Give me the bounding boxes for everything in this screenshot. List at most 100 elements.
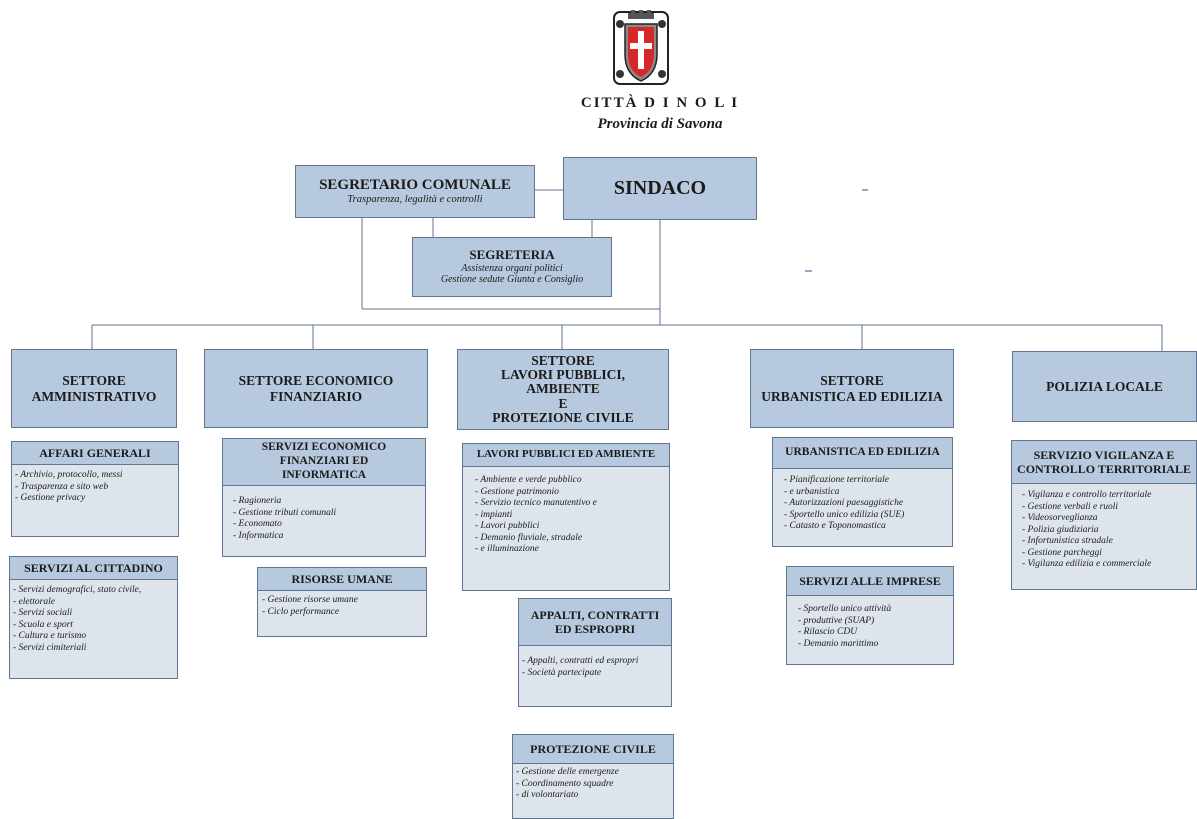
list-item: Infortunistica stradale xyxy=(1022,536,1196,548)
list-item: Demanio fluviale, stradale xyxy=(475,533,669,545)
risorse-umane-panel: RISORSE UMANE Gestione risorse umane Cic… xyxy=(257,567,427,637)
coat-of-arms-icon xyxy=(613,10,669,85)
list-item: Gestione verbali e ruoli xyxy=(1022,502,1196,514)
lavori-title-5: PROTEZIONE CIVILE xyxy=(492,409,634,425)
list-item: Videosorveglianza xyxy=(1022,513,1196,525)
servizi-economico-title-1: SERVIZI ECONOMICO xyxy=(261,441,387,454)
list-item: Demanio marittimo xyxy=(798,639,953,651)
settore-economico-box: SETTORE ECONOMICO FINANZIARIO xyxy=(204,349,428,428)
list-item: Servizi sociali xyxy=(13,608,177,620)
list-item: Informatica xyxy=(233,531,425,543)
economico-title-1: SETTORE ECONOMICO xyxy=(238,372,394,388)
amministrativo-title-1: SETTORE xyxy=(62,372,126,388)
urbanistica-title-1: SETTORE xyxy=(820,372,884,388)
sindaco-title: SINDACO xyxy=(613,177,707,199)
sindaco-box: SINDACO xyxy=(563,157,757,220)
list-item: impianti xyxy=(475,510,669,522)
risorse-umane-title: RISORSE UMANE xyxy=(258,568,426,591)
urbanistica-edilizia-title: URBANISTICA ED EDILIZIA xyxy=(773,438,952,469)
lavori-title-3: AMBIENTE xyxy=(526,381,600,397)
list-item: Servizi cimiteriali xyxy=(13,643,177,655)
affari-generali-title: AFFARI GENERALI xyxy=(12,442,178,465)
servizi-imprese-title: SERVIZI ALLE IMPRESE xyxy=(787,567,953,596)
list-item: Sportello unico attività xyxy=(798,604,953,616)
list-item: Catasto e Toponomastica xyxy=(784,521,952,533)
list-item: produttive (SUAP) xyxy=(798,616,953,628)
province-subtitle: Provincia di Savona xyxy=(597,116,723,132)
appalti-title: APPALTI, CONTRATTI ED ESPROPRI xyxy=(519,599,671,646)
province-name: Provincia di Savona xyxy=(570,115,750,133)
segreteria-title: SEGRETERIA xyxy=(469,247,555,263)
city-name: CITTÀ D I N O L I xyxy=(570,94,750,112)
list-item: Trasparenza e sito web xyxy=(15,482,178,494)
affari-generali-list: Archivio, protocollo, messi Trasparenza … xyxy=(12,465,178,505)
settore-amministrativo-box: SETTORE AMMINISTRATIVO xyxy=(11,349,177,428)
protezione-civile-panel: PROTEZIONE CIVILE Gestione delle emergen… xyxy=(512,734,674,819)
list-item: Servizio tecnico manutentivo e xyxy=(475,498,669,510)
list-item: Gestione parcheggi xyxy=(1022,548,1196,560)
servizi-imprese-list: Sportello unico attività produttive (SUA… xyxy=(787,596,953,650)
list-item: Ciclo performance xyxy=(262,607,426,619)
lavori-title-2: LAVORI PUBBLICI, xyxy=(500,367,625,383)
list-item: Ragioneria xyxy=(233,496,425,508)
segreteria-line-1: Assistenza organi politici xyxy=(461,262,563,274)
urbanistica-title-2: URBANISTICA ED EDILIZIA xyxy=(761,388,943,404)
list-item: Autorizzazioni paesaggistiche xyxy=(784,498,952,510)
list-item: Società partecipate xyxy=(522,668,671,680)
list-item: Servizi demografici, stato civile, xyxy=(13,585,177,597)
polizia-title: POLIZIA LOCALE xyxy=(1046,378,1163,394)
lavori-pubblici-ambiente-list: Ambiente e verde pubblico Gestione patri… xyxy=(463,467,669,556)
list-item: Vigilanza edilizia e commerciale xyxy=(1022,559,1196,571)
list-item: Scuola e sport xyxy=(13,620,177,632)
appalti-title-1: APPALTI, CONTRATTI xyxy=(530,607,660,622)
list-item: Pianificazione territoriale xyxy=(784,475,952,487)
vigilanza-title-1: SERVIZIO VIGILANZA E xyxy=(1033,447,1175,462)
list-item: Gestione patrimonio xyxy=(475,487,669,499)
protezione-civile-list: Gestione delle emergenze Coordinamento s… xyxy=(513,764,673,802)
vigilanza-panel: SERVIZIO VIGILANZA E CONTROLLO TERRITORI… xyxy=(1011,440,1197,590)
list-item: Coordinamento squadre xyxy=(516,779,673,791)
list-item: Economato xyxy=(233,519,425,531)
servizi-cittadino-title: SERVIZI AL CITTADINO xyxy=(10,557,177,580)
appalti-list: Appalti, contratti ed espropri Società p… xyxy=(519,646,671,679)
list-item: Cultura e turismo xyxy=(13,631,177,643)
vigilanza-title-2: CONTROLLO TERRITORIALE xyxy=(1017,462,1191,476)
servizi-economico-panel: SERVIZI ECONOMICO FINANZIARI ED INFORMAT… xyxy=(222,438,426,557)
servizi-economico-title: SERVIZI ECONOMICO FINANZIARI ED INFORMAT… xyxy=(223,439,425,486)
list-item: di volontariato xyxy=(516,790,673,802)
urbanistica-edilizia-list: Pianificazione territoriale e urbanistic… xyxy=(773,469,952,533)
list-item: Rilascio CDU xyxy=(798,627,953,639)
segretario-title: SEGRETARIO COMUNALE xyxy=(319,176,511,193)
list-item: Gestione delle emergenze xyxy=(516,767,673,779)
affari-generali-panel: AFFARI GENERALI Archivio, protocollo, me… xyxy=(11,441,179,537)
list-item: Gestione privacy xyxy=(15,493,178,505)
protezione-civile-title: PROTEZIONE CIVILE xyxy=(513,735,673,764)
lavori-title-4: E xyxy=(558,395,568,411)
list-item: e illuminazione xyxy=(475,544,669,556)
list-item: Lavori pubblici xyxy=(475,521,669,533)
list-item: Vigilanza e controllo territoriale xyxy=(1022,490,1196,502)
list-item: Sportello unico edilizia (SUE) xyxy=(784,510,952,522)
city-title: CITTÀ D I N O L I xyxy=(580,95,740,111)
list-item: e urbanistica xyxy=(784,487,952,499)
servizi-economico-title-2: FINANZIARI ED xyxy=(279,455,369,468)
servizi-economico-list: Ragioneria Gestione tributi comunali Eco… xyxy=(223,486,425,542)
economico-title-2: FINANZIARIO xyxy=(269,388,363,404)
list-item: Polizia giudiziaria xyxy=(1022,525,1196,537)
segretario-comunale-box: SEGRETARIO COMUNALE Trasparenza, legalit… xyxy=(295,165,535,218)
list-item: Ambiente e verde pubblico xyxy=(475,475,669,487)
list-item: Gestione risorse umane xyxy=(262,595,426,607)
list-item: Appalti, contratti ed espropri xyxy=(522,656,671,668)
polizia-locale-box: POLIZIA LOCALE xyxy=(1012,351,1197,422)
segretario-subtitle: Trasparenza, legalità e controlli xyxy=(347,194,483,206)
lavori-pubblici-ambiente-title: LAVORI PUBBLICI ED AMBIENTE xyxy=(463,444,669,467)
appalti-panel: APPALTI, CONTRATTI ED ESPROPRI Appalti, … xyxy=(518,598,672,707)
lavori-pubblici-ambiente-panel: LAVORI PUBBLICI ED AMBIENTE Ambiente e v… xyxy=(462,443,670,591)
servizi-cittadino-list: Servizi demografici, stato civile, elett… xyxy=(10,580,177,654)
servizi-imprese-panel: SERVIZI ALLE IMPRESE Sportello unico att… xyxy=(786,566,954,665)
risorse-umane-list: Gestione risorse umane Ciclo performance xyxy=(258,591,426,618)
list-item: Gestione tributi comunali xyxy=(233,508,425,520)
appalti-title-2: ED ESPROPRI xyxy=(554,622,636,636)
segreteria-line-2: Gestione sedute Giunta e Consiglio xyxy=(440,274,584,286)
